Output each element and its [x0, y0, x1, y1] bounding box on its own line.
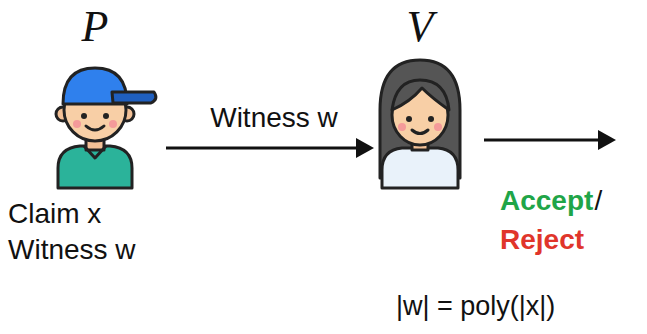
arrow-connector — [166, 138, 374, 158]
verifier-figure — [380, 60, 460, 188]
accept-label: Accept — [500, 183, 593, 219]
role-symbol: V — [407, 2, 434, 52]
node-text: Claim x Witness w — [8, 196, 160, 268]
person-node: V — [372, 0, 472, 192]
separator: / — [594, 183, 602, 219]
edge-label: Witness w — [210, 100, 338, 136]
reject-label: Reject — [500, 222, 584, 258]
role-symbol: P — [82, 2, 109, 52]
prover-figure — [56, 68, 156, 188]
person-node: P Claim x Witness w — [8, 0, 164, 285]
size-note: |w| = poly(|x|) — [396, 288, 555, 324]
output-arrow — [484, 130, 616, 150]
